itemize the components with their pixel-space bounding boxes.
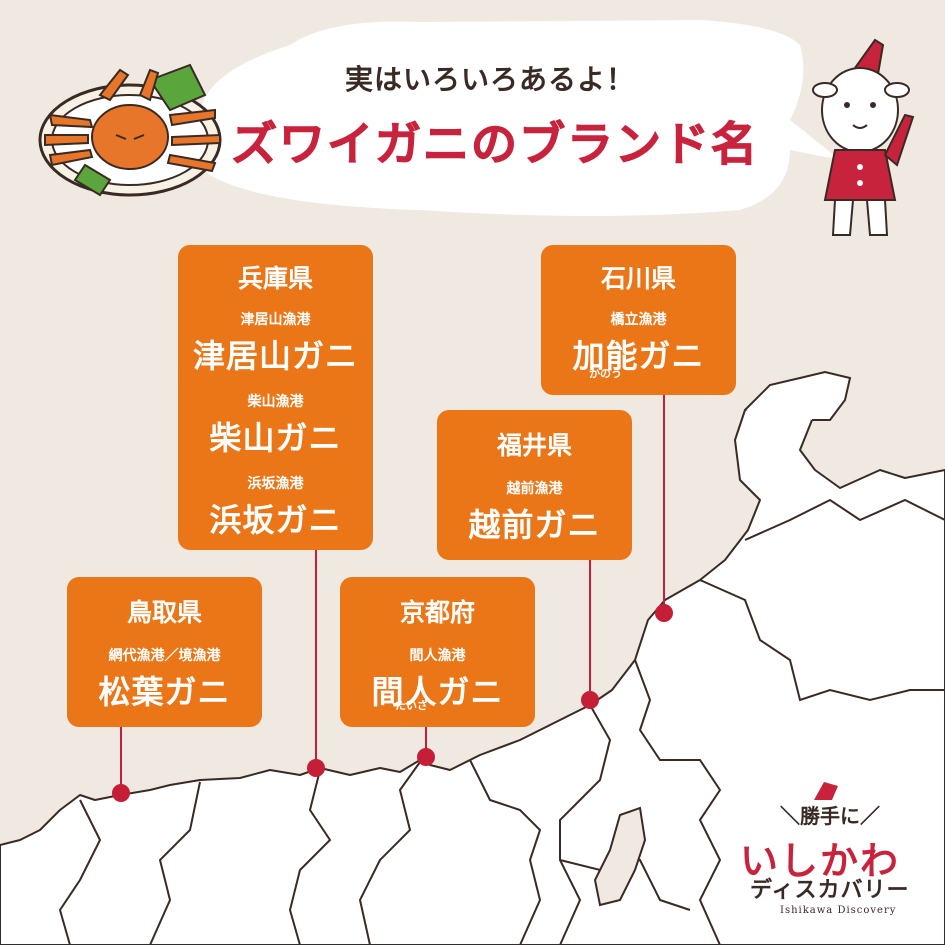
- ishikawa-discovery-logo: ＼勝手に／ いしかわ ディスカバリー Ishikawa Discovery: [740, 780, 920, 920]
- card-hyogo-prefecture: 兵庫県: [237, 264, 313, 293]
- card-hyogo-port1: 津居山漁港: [240, 312, 311, 328]
- card-kyoto-reading: たいざ: [395, 699, 428, 712]
- card-hyogo-brand2: 柴山ガニ: [209, 419, 342, 457]
- logo-hat-icon: [814, 782, 838, 800]
- card-fukui-prefecture: 福井県: [496, 431, 572, 460]
- marker-fukui: [581, 691, 599, 709]
- headline-subtitle: 実はいろいろあるよ！: [344, 63, 635, 96]
- card-kyoto-brand: 間人ガニ: [371, 673, 504, 711]
- card-ishikawa-port: 橋立漁港: [610, 312, 667, 328]
- card-ishikawa-reading: かのう: [589, 367, 622, 380]
- logo-tagline: ＼勝手に／: [780, 804, 880, 828]
- card-fukui: 福井県 越前漁港 越前ガニ: [437, 410, 632, 560]
- card-hyogo-brand3: 浜坂ガニ: [209, 501, 342, 539]
- logo-english-text: Ishikawa Discovery: [780, 905, 897, 916]
- card-ishikawa-brand: 加能ガニ: [572, 337, 705, 375]
- logo-kana-text: ディスカバリー: [750, 878, 910, 903]
- card-kyoto-prefecture: 京都府: [399, 598, 475, 627]
- card-tottori-port: 網代漁港／境漁港: [108, 648, 221, 664]
- card-hyogo-brand1: 津居山ガニ: [192, 337, 358, 375]
- card-tottori: 鳥取県 網代漁港／境漁港 松葉ガニ: [67, 577, 262, 727]
- logo-main-text: いしかわ: [740, 839, 901, 883]
- card-hyogo-port2: 柴山漁港: [247, 394, 304, 410]
- card-fukui-brand: 越前ガニ: [468, 506, 601, 544]
- card-hyogo: 兵庫県 津居山漁港 津居山ガニ 柴山漁港 柴山ガニ 浜坂漁港 浜坂ガニ: [178, 245, 373, 550]
- card-hyogo-port3: 浜坂漁港: [247, 476, 304, 492]
- card-tottori-prefecture: 鳥取県: [126, 598, 202, 627]
- headline-title: ズワイガニのブランド名: [231, 117, 759, 172]
- card-kyoto-port: 間人漁港: [409, 648, 466, 664]
- mascot-illustration: [812, 38, 915, 236]
- card-fukui-port: 越前漁港: [506, 481, 563, 497]
- speech-bubble: [192, 20, 840, 216]
- lake-biwa: [593, 806, 647, 907]
- card-ishikawa-prefecture: 石川県: [600, 264, 676, 293]
- marker-tottori: [112, 784, 130, 802]
- marker-ishikawa: [655, 604, 673, 622]
- crab-plate-illustration: [38, 63, 222, 197]
- card-ishikawa: 石川県 橋立漁港 加能ガニ かのう: [541, 245, 736, 395]
- marker-hyogo: [307, 759, 325, 777]
- card-tottori-brand: 松葉ガニ: [98, 673, 231, 711]
- marker-kyoto: [417, 748, 435, 766]
- card-kyoto: 京都府 間人漁港 間人ガニ たいざ: [340, 577, 535, 727]
